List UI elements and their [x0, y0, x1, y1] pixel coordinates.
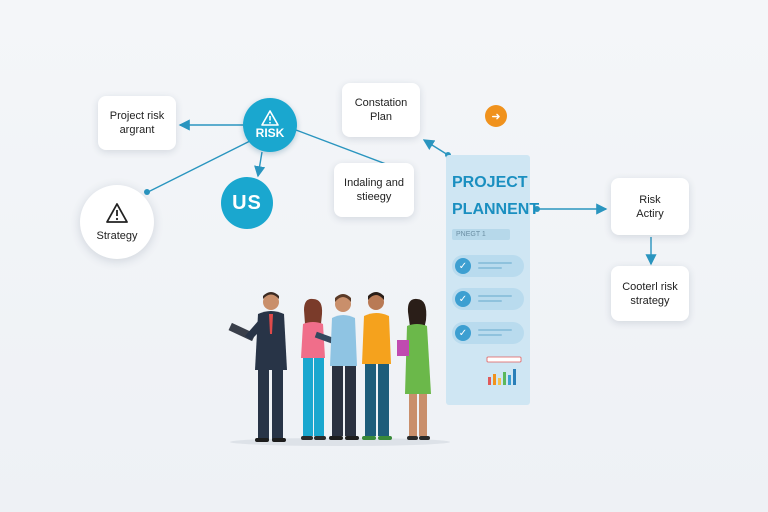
checklist-line: [478, 300, 502, 302]
checklist-line: [478, 295, 512, 297]
strategy-label: Strategy: [96, 230, 138, 242]
connector-dot-panel-right: [534, 206, 540, 212]
connector-risk-to-us: [254, 151, 266, 178]
person-woman-green: [397, 298, 431, 440]
cooterl-label: Cooterl risk strategy: [622, 280, 678, 307]
connector-panel-to-constation: [422, 139, 449, 156]
team-illustration: [228, 292, 450, 446]
warning-icon: [106, 203, 128, 223]
constation-card: Constation Plan: [342, 83, 420, 137]
checklist-row: ✓: [452, 288, 524, 310]
mini-bar-chart-icon: [486, 356, 522, 385]
panel-subtitle: PNEGT 1: [452, 229, 510, 240]
panel-title-line1: PROJECT: [452, 174, 528, 191]
arrow-right-icon: ➜: [485, 105, 507, 127]
person-man-orange: [362, 292, 392, 440]
checklist-line: [478, 334, 502, 336]
panel-title-line2: PLANNENT: [452, 201, 540, 218]
indaling-label: Indaling and stieegy: [344, 177, 404, 203]
risk-actiry-card: Risk Actiry: [611, 178, 689, 235]
project-risk-card: Project risk argrant: [98, 96, 176, 150]
checkmark-icon: ✓: [455, 325, 471, 341]
checklist-line: [478, 267, 502, 269]
project-panel: [446, 155, 530, 405]
risk-actiry-label: Risk Actiry: [636, 193, 664, 220]
project-risk-label: Project risk argrant: [109, 110, 165, 136]
checkmark-icon: ✓: [455, 258, 471, 274]
connector-dot-strategy: [144, 189, 150, 195]
risk-node: RISK: [243, 98, 297, 152]
checkmark-icon: ✓: [455, 291, 471, 307]
checklist-line: [478, 262, 512, 264]
checklist-row: ✓: [452, 255, 524, 277]
cooterl-card: Cooterl risk strategy: [611, 266, 689, 321]
person-man-blue: [329, 294, 359, 440]
person-woman-pink: [301, 298, 342, 440]
connector-risk-to-indaling: [295, 129, 387, 165]
risk-label: RISK: [255, 126, 285, 140]
strategy-node: Strategy: [80, 185, 154, 259]
us-label: US: [232, 191, 262, 214]
constation-label: Constation Plan: [354, 97, 408, 123]
us-node: US: [221, 177, 273, 229]
connector-risk-to-strategy: [147, 139, 253, 193]
warning-icon: [261, 110, 279, 126]
person-businessman: [228, 292, 287, 442]
indaling-card: Indaling and stieegy: [334, 163, 414, 217]
checklist-row: ✓: [452, 322, 524, 344]
checklist-line: [478, 329, 512, 331]
